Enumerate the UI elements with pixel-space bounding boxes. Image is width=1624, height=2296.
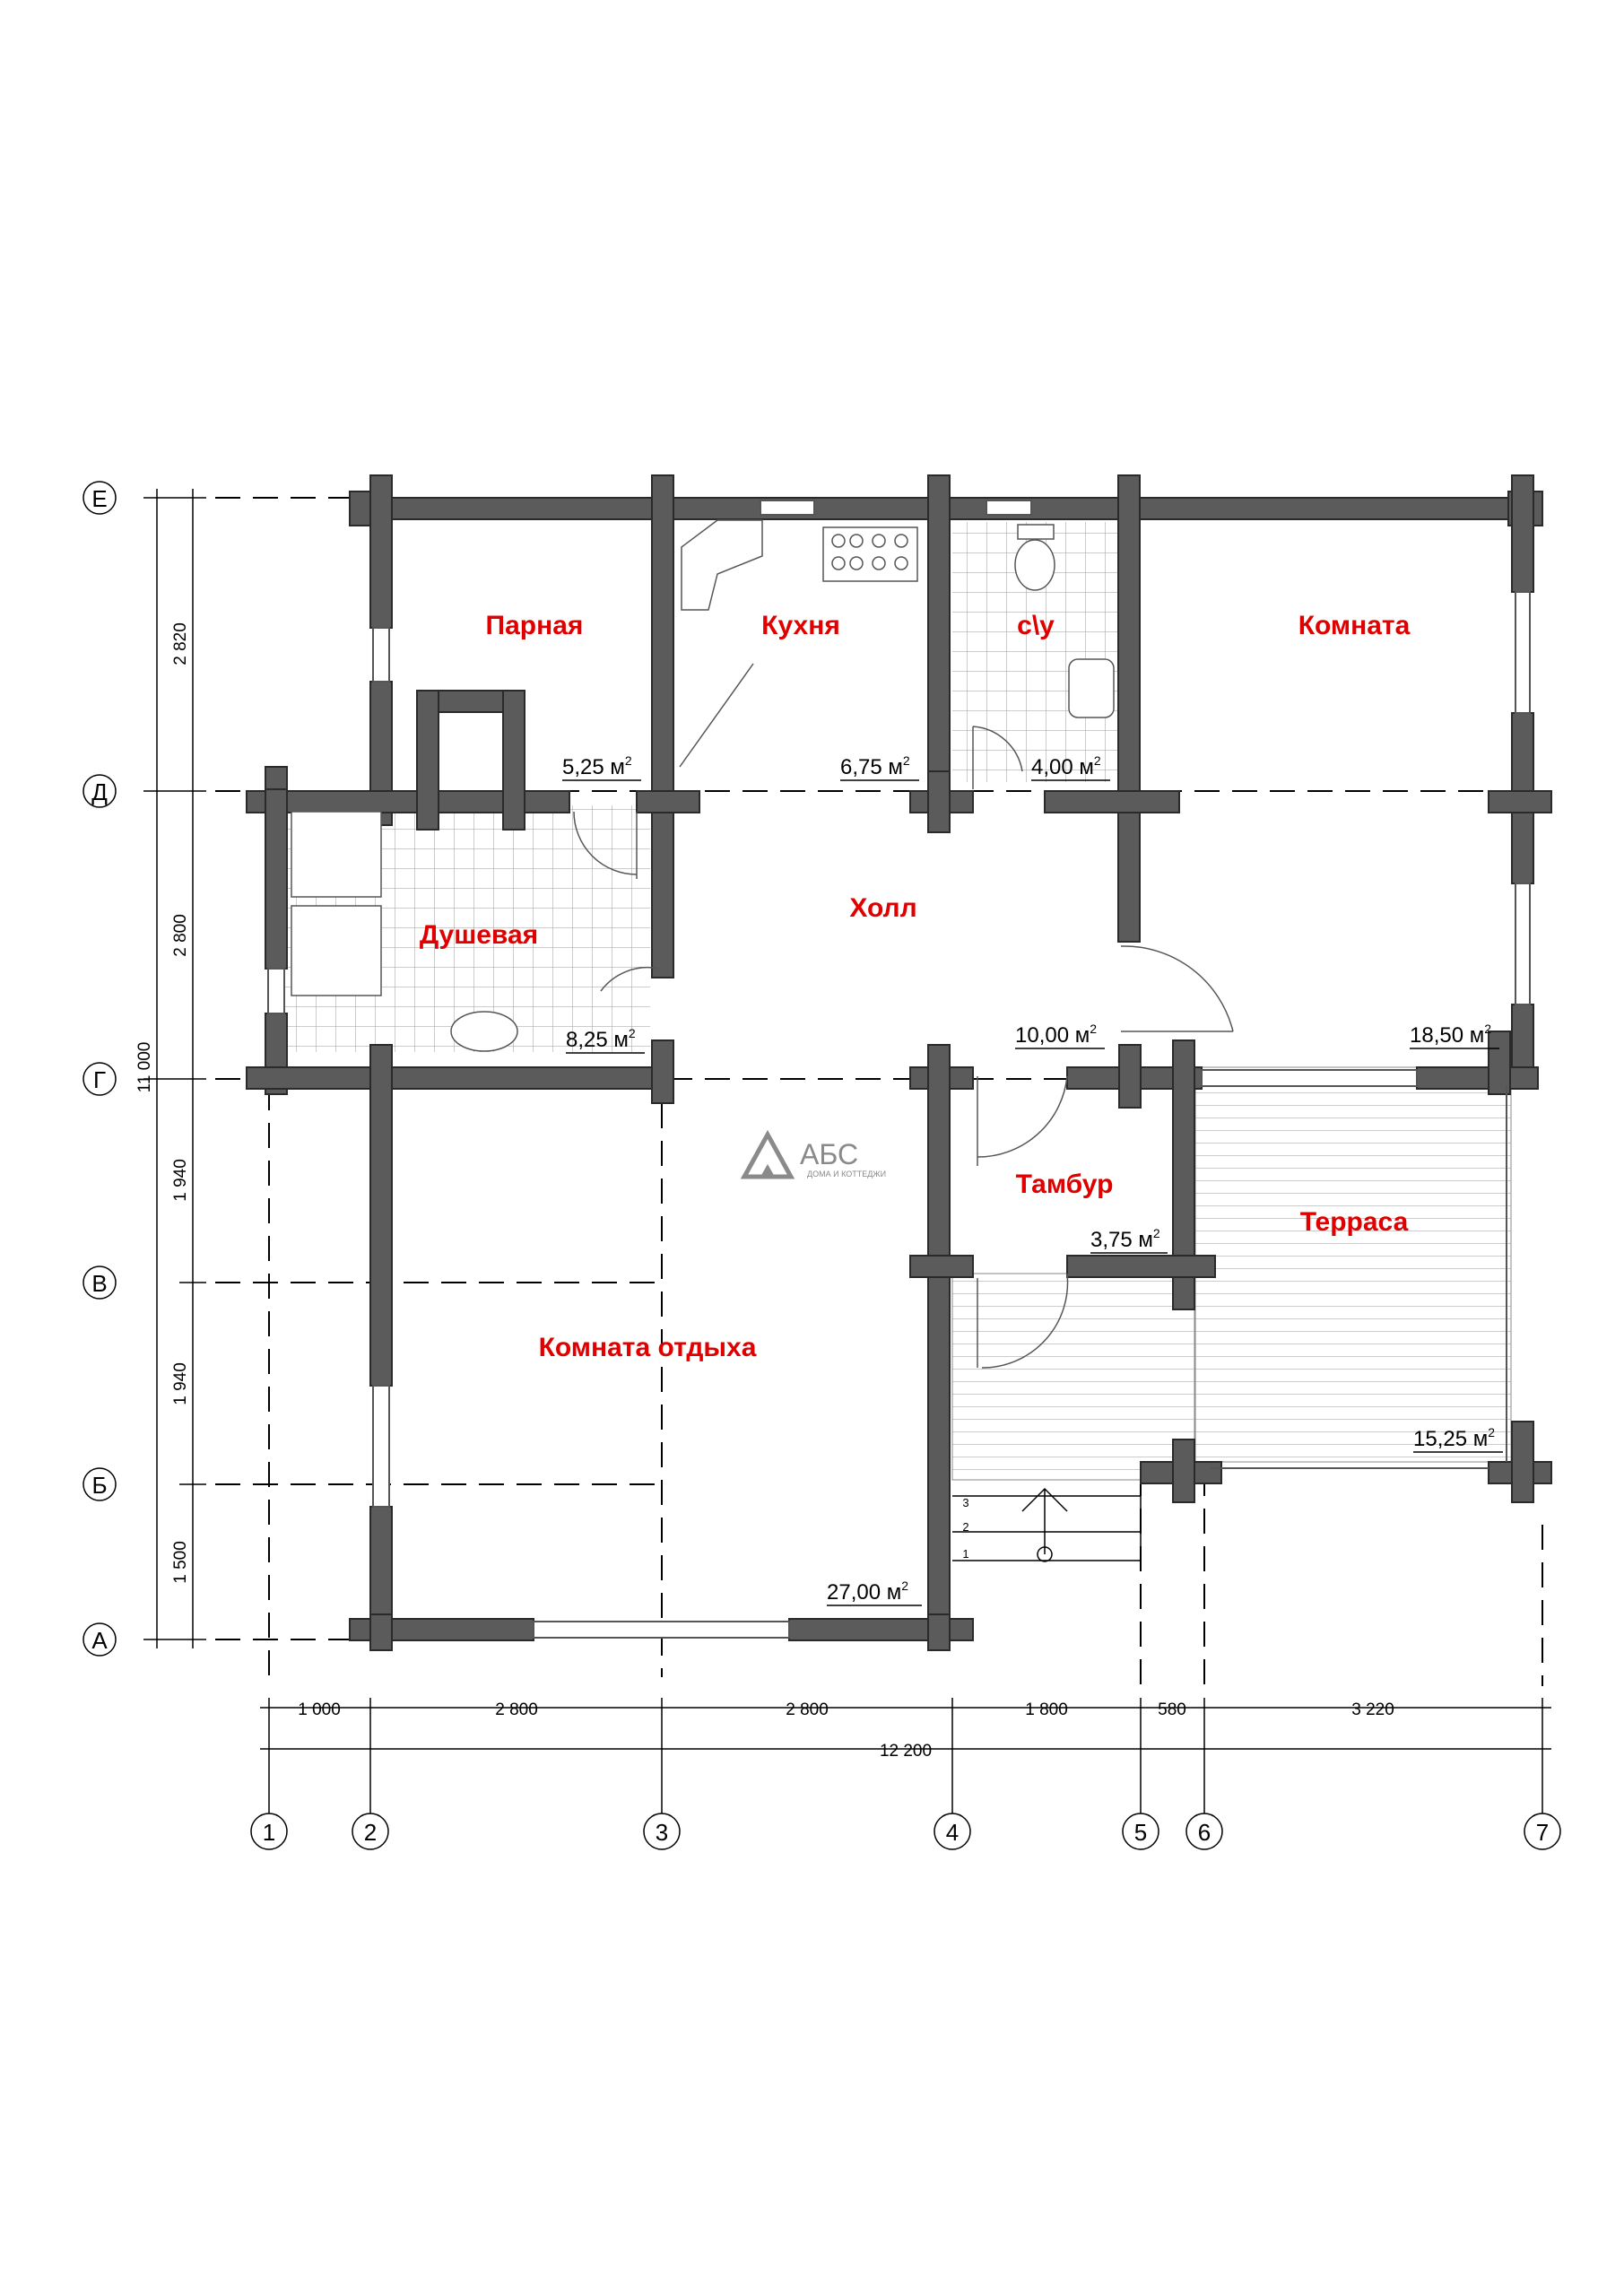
dim-h-total: 12 200	[880, 1742, 932, 1761]
area-tambur: 3,75 м2	[1090, 1226, 1160, 1252]
dim-v-1: 2 820	[171, 622, 190, 665]
axis-row-V: В	[91, 1270, 107, 1297]
dim-v-4: 1 940	[171, 1362, 190, 1405]
axis-row-B: Б	[91, 1472, 107, 1499]
axis-row-A: А	[91, 1627, 108, 1654]
axis-col-3: 3	[656, 1819, 668, 1846]
porch-boards	[951, 1273, 1195, 1481]
dim-h-1: 1 000	[298, 1700, 341, 1719]
area-terrasa: 15,25 м2	[1413, 1425, 1495, 1451]
area-holl: 10,00 м2	[1015, 1022, 1097, 1048]
logo-subtitle: ДОМА И КОТТЕДЖИ	[807, 1170, 886, 1178]
stair-step-2: 2	[962, 1520, 968, 1534]
dim-v-2: 2 800	[171, 914, 190, 957]
windows	[267, 500, 1531, 1639]
terrace-boards	[1194, 1066, 1512, 1463]
row-axis-markers: Е Д Г В Б А	[83, 481, 117, 1657]
axis-row-G: Г	[93, 1066, 106, 1093]
entrance-stairs: 3 2 1	[952, 1484, 1142, 1562]
area-su: 4,00 м2	[1031, 753, 1101, 779]
area-kukhnya: 6,75 м2	[840, 753, 910, 779]
washbasin-icon	[1068, 658, 1115, 718]
room-labels: Парная Кухня с\у Комната Душевая Холл Та…	[420, 611, 1411, 1362]
axis-col-1: 1	[263, 1819, 275, 1846]
toilet-icon	[1014, 539, 1055, 591]
axis-row-D: Д	[91, 778, 108, 805]
axis-col-5: 5	[1134, 1819, 1147, 1846]
stair-step-1: 1	[962, 1547, 968, 1561]
axis-col-4: 4	[946, 1819, 959, 1846]
doors	[573, 726, 1234, 1369]
kitchen-sink-icon	[681, 519, 763, 611]
dim-v-5: 1 500	[171, 1541, 190, 1584]
area-parnaya: 5,25 м2	[562, 753, 632, 779]
dim-v-total: 11 000	[135, 1042, 154, 1093]
axis-col-2: 2	[364, 1819, 377, 1846]
horizontal-dimensions: 1 000 2 800 2 800 1 800 580 3 220 12 200	[260, 1698, 1551, 1785]
vertical-dimensions: 2 820 2 800 1 940 1 940 1 500 11 000	[135, 489, 206, 1648]
room-holl: Холл	[849, 893, 916, 923]
dim-h-4: 1 800	[1025, 1700, 1068, 1719]
room-terrasa: Терраса	[1300, 1207, 1409, 1237]
room-komnata-otdykha: Комната отдыха	[539, 1333, 757, 1362]
room-parnaya: Парная	[486, 611, 584, 640]
room-su: с\у	[1017, 611, 1055, 640]
fixtures	[291, 519, 1115, 1052]
area-komnata: 18,50 м2	[1410, 1022, 1491, 1048]
walls	[246, 474, 1552, 1651]
logo-title: АБС	[800, 1138, 858, 1170]
dim-v-3: 1 940	[171, 1159, 190, 1202]
area-dushevaya: 8,25 м2	[566, 1026, 636, 1052]
axis-col-7: 7	[1536, 1819, 1549, 1846]
dim-h-6: 3 220	[1351, 1700, 1394, 1719]
column-axis-markers: 1 2 3 4 5 6 7	[250, 1718, 1561, 1850]
dim-h-5: 580	[1158, 1700, 1186, 1719]
shower-cabin-1-icon	[291, 811, 382, 898]
area-komnata-otdykha: 27,00 м2	[827, 1578, 908, 1605]
axis-row-E: Е	[91, 485, 107, 512]
stair-step-3: 3	[962, 1496, 968, 1509]
shower-sink-icon	[450, 1011, 518, 1052]
axis-col-6: 6	[1198, 1819, 1211, 1846]
room-dushevaya: Душевая	[420, 920, 538, 950]
dim-h-2: 2 800	[495, 1700, 538, 1719]
room-kukhnya: Кухня	[761, 611, 840, 640]
dim-h-3: 2 800	[786, 1700, 829, 1719]
room-tambur: Тамбур	[1016, 1170, 1114, 1199]
abs-logo: АБС ДОМА И КОТТЕДЖИ	[740, 1129, 886, 1179]
room-komnata: Комната	[1298, 611, 1411, 640]
room-areas: 5,25 м2 6,75 м2 4,00 м2 8,25 м2 10,00 м2…	[562, 753, 1503, 1606]
shower-cabin-2-icon	[291, 905, 382, 996]
